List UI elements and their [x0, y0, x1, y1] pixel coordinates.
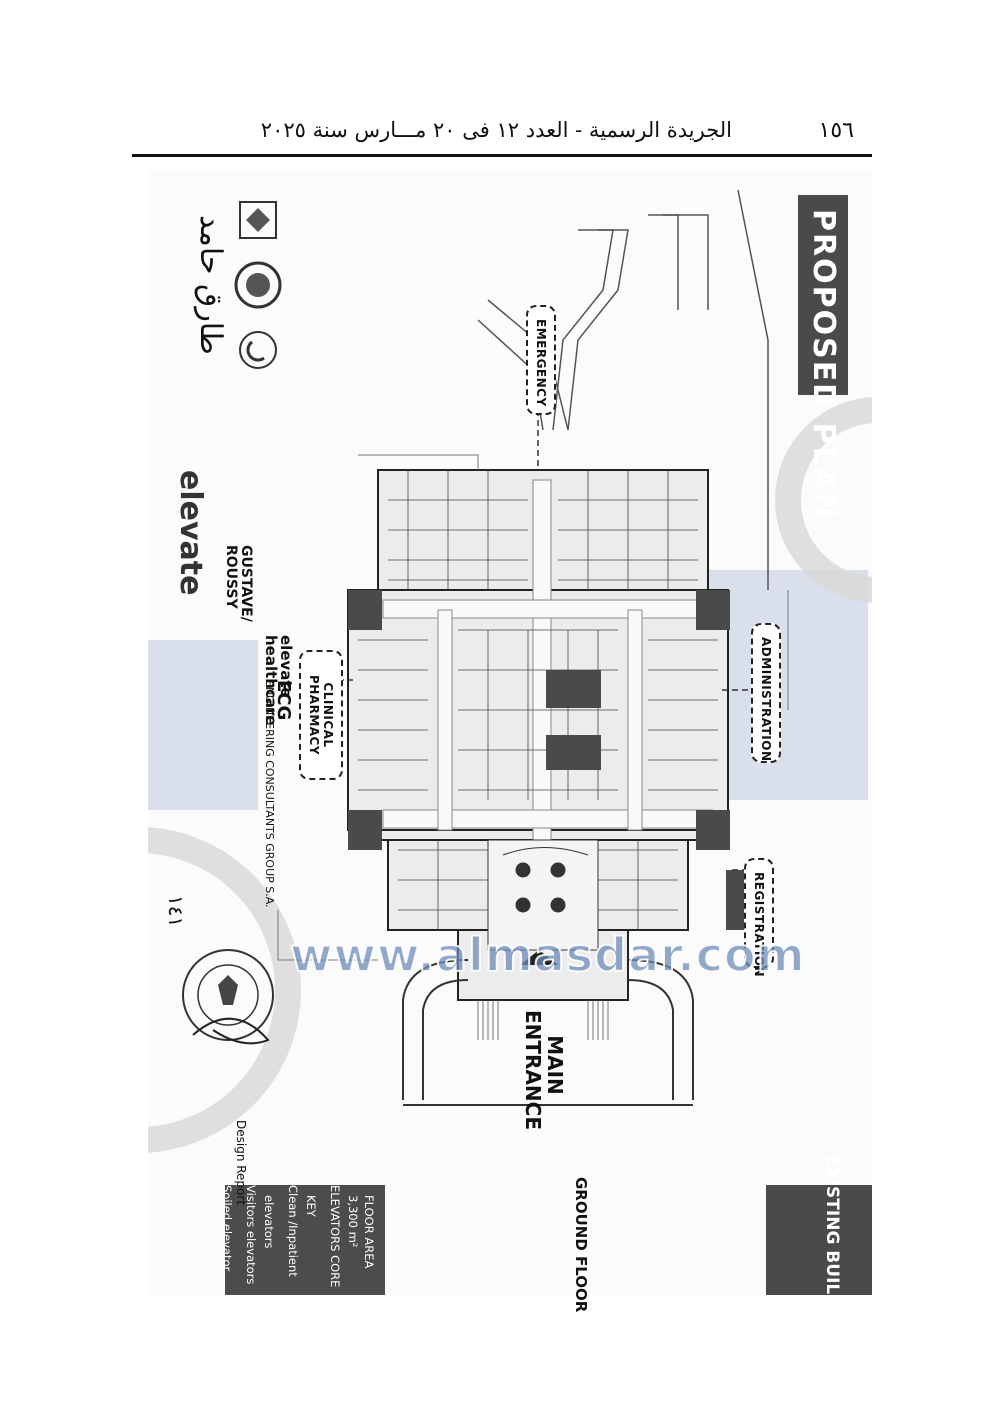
legend-clean-inpatient: Clean /Inpatient — [286, 1185, 300, 1277]
roussy-text: ROUSSY — [223, 545, 239, 609]
elevate-logo: elevate — [173, 470, 208, 596]
legend-elevators: elevators — [262, 1195, 276, 1249]
label-main-entrance: MAIN ENTRANCE — [521, 1010, 567, 1130]
header-rule — [132, 154, 872, 157]
label-emergency: EMERGENCY — [526, 305, 556, 415]
existing-building-box: EXISTING BUILDING - B01 — [766, 1155, 872, 1398]
legend-floor-area: FLOOR AREA — [362, 1195, 376, 1269]
label-pharmacy: PHARMACY — [307, 674, 321, 756]
page-header: ١٥٦ الجريدة الرسمية - العدد ١٢ فى ٢٠ مــ… — [132, 110, 872, 158]
ecg-text: ECG — [273, 680, 294, 721]
legend-box: FLOOR AREA 3,300 m² ELEVATORS CORE KEY C… — [220, 1185, 385, 1295]
page-number: ١٥٦ — [818, 118, 854, 143]
egypt-eagle-icon — [239, 201, 277, 239]
ecg-logo: ECG ENGINEERING CONSULTANTS GROUP S.A. — [250, 680, 294, 908]
existing-building-label: EXISTING BUILDING - B01 — [822, 1155, 842, 1399]
label-clinical-pharmacy: CLINICAL PHARMACY — [299, 650, 343, 780]
watermark-ring — [148, 397, 872, 1153]
ecg-company-name: ENGINEERING CONSULTANTS GROUP S.A. — [263, 680, 276, 908]
official-stamp — [182, 949, 274, 1045]
gazette-title: الجريدة الرسمية - العدد ١٢ فى ٢٠ مـــارس… — [260, 118, 732, 142]
gustave-text: GUSTAVE/ — [238, 545, 254, 622]
access-roads — [477, 189, 769, 590]
entrance-stairs — [477, 1000, 609, 1040]
label-administration: ADMINISTRATION — [751, 623, 781, 763]
ground-floor-label: GROUND FLOOR — [572, 1177, 590, 1313]
floor-plan-sheet: PROPOSED PLAN EMERGENCY ADMINISTRATION R… — [148, 170, 872, 1398]
label-main: MAIN — [543, 1035, 567, 1095]
legend-floor-area-value: 3,300 m² — [346, 1195, 360, 1248]
health-authority-icon — [239, 331, 277, 369]
floor-plan-drawing — [148, 189, 872, 1153]
entrance-canopy — [402, 959, 694, 1106]
ministry-seal-icon — [234, 261, 282, 309]
site-lines — [277, 454, 789, 961]
plan-title: PROPOSED PLAN — [798, 195, 848, 520]
emblems — [234, 201, 282, 369]
gustave-roussy-logo: GUSTAVE/ ROUSSY — [213, 545, 254, 655]
watermark-url: www.almasdar.com — [289, 927, 806, 983]
legend-elevators-core: ELEVATORS CORE — [328, 1185, 342, 1288]
label-clinical: CLINICAL — [321, 682, 335, 748]
label-entrance: ENTRANCE — [521, 1010, 545, 1130]
handwritten-signature-top: طارق حامد — [193, 215, 228, 355]
design-report-label: Design Report — [234, 1120, 248, 1206]
entrance-arrow — [520, 950, 558, 965]
main-lobby — [487, 839, 599, 951]
legend-key: KEY — [304, 1195, 318, 1217]
